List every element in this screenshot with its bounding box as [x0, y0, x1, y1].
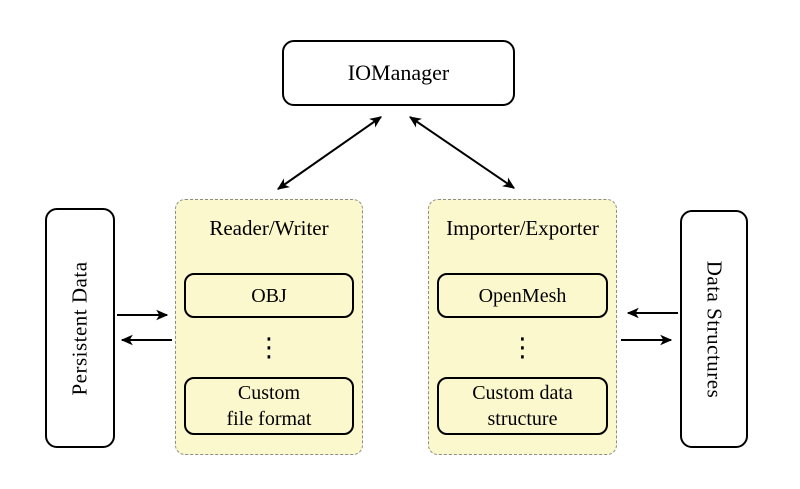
- custom-file-format-node: Custom file format: [184, 377, 354, 435]
- custom-file-format-line1: Custom: [237, 382, 301, 404]
- custom-data-structure-label: Custom data structure: [472, 380, 573, 432]
- bidirectional-arrow-iomanager-importer-exporter: [409, 116, 515, 189]
- importer-exporter-label: Importer/Exporter: [446, 216, 599, 240]
- obj-node: OBJ: [184, 273, 354, 318]
- custom-file-format-line2: file format: [226, 408, 312, 430]
- openmesh-node: OpenMesh: [437, 273, 608, 318]
- data-structures-label: Data Structures: [702, 260, 727, 398]
- custom-data-structure-node: Custom data structure: [437, 377, 608, 435]
- reader-writer-group: Reader/Writer OBJ ⋮ Custom file format: [175, 199, 363, 455]
- iomanager-label: IOManager: [347, 60, 450, 85]
- iomanager-node: IOManager: [282, 40, 515, 106]
- custom-data-structure-line1: Custom data: [472, 382, 573, 404]
- data-structures-node: Data Structures: [680, 210, 748, 448]
- reader-writer-label: Reader/Writer: [209, 216, 329, 240]
- importer-exporter-ellipsis: ⋮: [509, 333, 536, 363]
- bidirectional-arrow-iomanager-reader-writer: [277, 116, 382, 190]
- persistent-data-label: Persistent Data: [67, 260, 92, 396]
- importer-exporter-group: Importer/Exporter OpenMesh ⋮ Custom data…: [428, 199, 617, 455]
- openmesh-label: OpenMesh: [478, 284, 567, 307]
- custom-file-format-label: Custom file format: [227, 380, 312, 432]
- reader-writer-ellipsis: ⋮: [256, 333, 282, 363]
- persistent-data-node: Persistent Data: [45, 208, 115, 448]
- custom-data-structure-line2: structure: [487, 408, 558, 430]
- obj-label: OBJ: [251, 284, 287, 307]
